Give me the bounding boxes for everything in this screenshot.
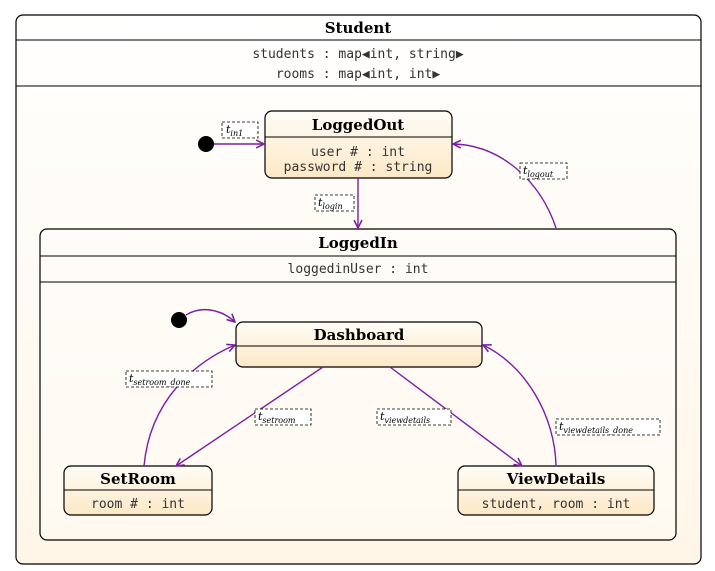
- student-attribute-students: students : map◀int, string▶: [252, 47, 463, 62]
- view-details-attribute-student-room: student, room : int: [482, 497, 631, 512]
- transition-viewdetails-done-arrow: [483, 345, 557, 467]
- state-view-details: ViewDetails student, room : int: [457, 465, 655, 516]
- set-room-title: SetRoom: [100, 470, 176, 488]
- logged-out-attribute-user: user # : int: [311, 145, 405, 160]
- svg-text:tviewdetails: tviewdetails: [380, 410, 430, 425]
- view-details-title: ViewDetails: [506, 470, 606, 488]
- transition-label-viewdetails: tviewdetails: [376, 408, 452, 426]
- svg-text:tsetroom_done: tsetroom_done: [129, 372, 191, 387]
- svg-text:tviewdetails_done: tviewdetails_done: [559, 420, 633, 435]
- student-title: Student: [325, 19, 392, 37]
- logged-out-title: LoggedOut: [312, 116, 405, 134]
- svg-text:tsetroom: tsetroom: [258, 410, 296, 425]
- transition-setroom-arrow: [176, 366, 324, 466]
- transition-logout-arrow: [453, 144, 557, 229]
- initial-state-logged-in: [171, 312, 187, 328]
- logged-in-attribute-user: loggedinUser : int: [288, 262, 429, 277]
- state-student: Student students : map◀int, string▶ room…: [15, 14, 702, 565]
- transition-label-logout: tlogout: [519, 162, 568, 180]
- logged-in-title: LoggedIn: [318, 234, 398, 252]
- state-logged-out: LoggedOut user # : int password # : stri…: [264, 110, 453, 179]
- set-room-attribute-room: room # : int: [91, 497, 185, 512]
- transition-initial-dashboard-arrow: [185, 308, 235, 322]
- transition-label-viewdetails-done: tviewdetails_done: [555, 418, 661, 436]
- logged-out-attribute-password: password # : string: [284, 160, 433, 175]
- transition-label-setroom: tsetroom: [254, 408, 312, 426]
- transition-label-setroom-done: tsetroom_done: [125, 370, 213, 388]
- transition-viewdetails-arrow: [389, 366, 522, 466]
- transition-label-in1: tin1: [221, 121, 259, 139]
- transition-label-login: tlogin: [314, 194, 355, 212]
- svg-text:tin1: tin1: [226, 123, 243, 138]
- state-set-room: SetRoom room # : int: [63, 465, 213, 516]
- svg-text:tlogout: tlogout: [523, 164, 554, 179]
- student-attribute-rooms: rooms : map◀int, int▶: [276, 67, 441, 82]
- initial-state-outer: [198, 136, 214, 152]
- state-dashboard: Dashboard: [235, 321, 483, 368]
- svg-text:tlogin: tlogin: [318, 196, 343, 211]
- dashboard-title: Dashboard: [314, 326, 405, 344]
